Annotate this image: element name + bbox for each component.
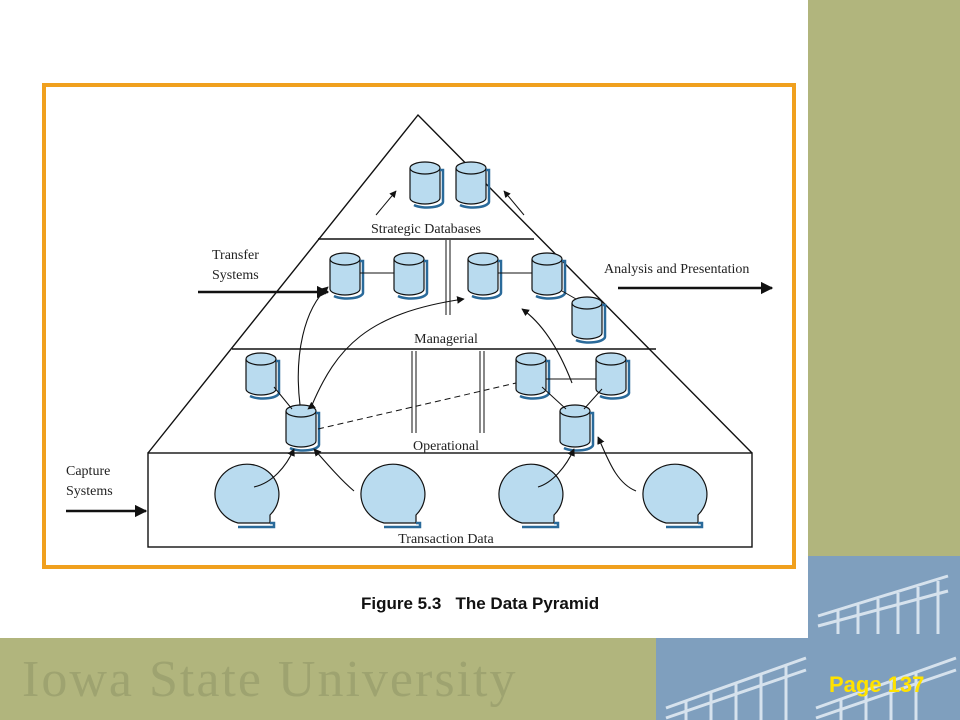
university-footer: Iowa State University (0, 638, 960, 720)
managerial-label: Managerial (414, 332, 478, 347)
operational-label: Operational (413, 439, 479, 454)
university-wordmark: Iowa State University (22, 651, 518, 708)
strategic-databases-label: Strategic Databases (371, 222, 481, 237)
managerial-database-icon (466, 251, 503, 300)
figure-number: Figure 5.3 (361, 594, 442, 613)
managerial-database-icon (570, 295, 607, 344)
pyramid-outline (147, 113, 753, 548)
aggregation-arrows (297, 286, 573, 410)
managerial-database-icon (530, 251, 567, 300)
managerial-database-icon (328, 251, 365, 300)
operational-database-icon (594, 351, 631, 400)
figure-frame: Strategic Databases Managerial Operation… (42, 83, 796, 569)
right-decorative-strip (808, 0, 960, 560)
operational-database-icon (284, 403, 321, 452)
transaction-reel-icon (497, 462, 565, 529)
building-photo-upper (808, 556, 960, 638)
building-columns-graphic (817, 574, 949, 634)
building-photo-lower (656, 638, 960, 720)
data-pyramid-diagram: Strategic Databases Managerial Operation… (66, 113, 774, 548)
building-columns-graphic-lower (665, 656, 957, 720)
capture-arrows (253, 436, 637, 492)
managerial-links (360, 272, 577, 300)
transfer-systems-label-line2: Systems (212, 268, 259, 283)
operational-links (273, 378, 603, 430)
strategic-database-icon (408, 160, 445, 209)
transaction-reel-icon (213, 462, 281, 529)
transaction-data-label: Transaction Data (398, 532, 494, 547)
figure-caption: Figure 5.3 The Data Pyramid (361, 594, 599, 614)
figure-title: The Data Pyramid (455, 594, 600, 613)
strategic-database-icon (454, 160, 491, 209)
transaction-reel-icon (641, 462, 709, 529)
capture-systems-label-line2: Systems (66, 484, 113, 499)
flow-arrow (375, 190, 397, 216)
page-number: Page 137 (829, 672, 925, 697)
operational-database-icon (244, 351, 281, 400)
managerial-database-icon (392, 251, 429, 300)
operational-database-icon (558, 403, 595, 452)
capture-systems-label-line1: Capture (66, 464, 110, 479)
operational-database-icon (514, 351, 551, 400)
transaction-reel-icon (359, 462, 427, 529)
transfer-systems-label-line1: Transfer (212, 248, 259, 263)
analysis-presentation-label: Analysis and Presentation (604, 262, 749, 277)
flow-arrow (503, 190, 525, 216)
